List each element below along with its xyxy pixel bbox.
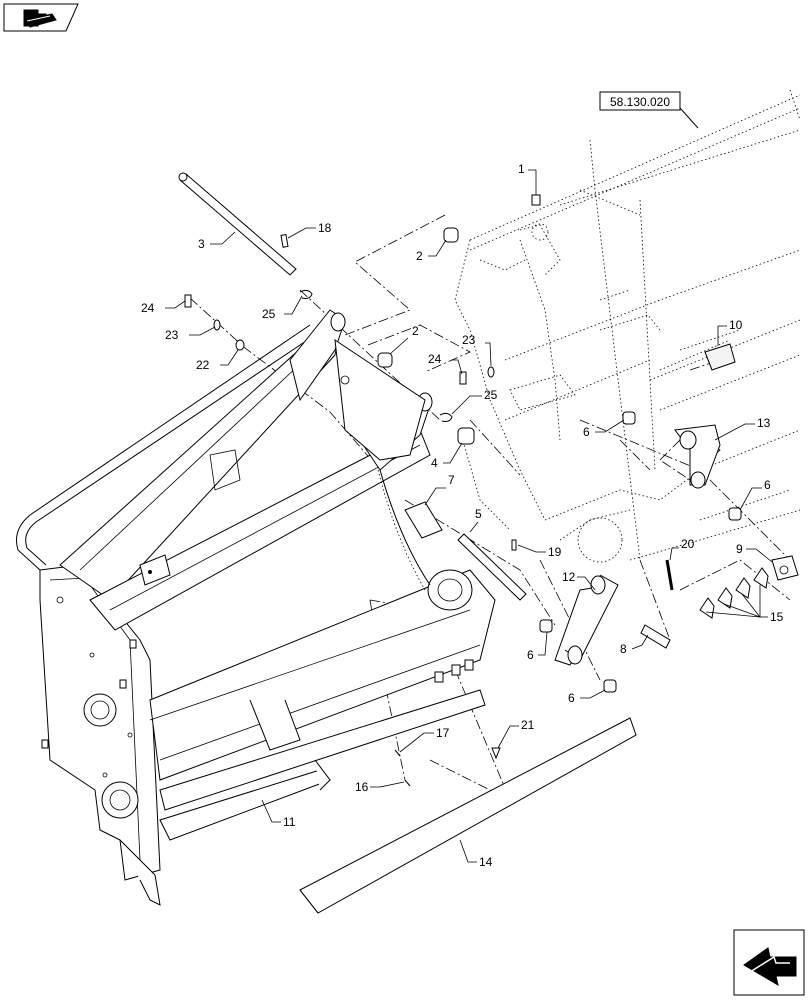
callout-19[interactable]: 19 xyxy=(548,545,562,559)
callouts: 1 2 2 3 4 5 6 6 6 6 7 8 9 xyxy=(141,162,784,869)
main-frame[interactable] xyxy=(16,309,496,906)
callout-24-right[interactable]: 24 xyxy=(428,352,442,366)
callout-22[interactable]: 22 xyxy=(196,358,210,372)
callout-16[interactable]: 16 xyxy=(355,780,369,794)
callout-14[interactable]: 14 xyxy=(479,855,493,869)
arrow-icon[interactable] xyxy=(733,929,805,996)
callout-6-a[interactable]: 6 xyxy=(583,425,590,439)
callout-17[interactable]: 17 xyxy=(436,726,450,740)
callout-7[interactable]: 7 xyxy=(448,473,455,487)
callout-25-left[interactable]: 25 xyxy=(262,307,276,321)
callout-25-right[interactable]: 25 xyxy=(484,388,498,402)
book-icon[interactable] xyxy=(3,3,79,32)
callout-24-left[interactable]: 24 xyxy=(141,301,155,315)
callout-1[interactable]: 1 xyxy=(518,162,525,176)
callout-9[interactable]: 9 xyxy=(736,542,743,556)
callout-6-b[interactable]: 6 xyxy=(764,478,771,492)
callout-12[interactable]: 12 xyxy=(562,570,576,584)
callout-21[interactable]: 21 xyxy=(521,718,535,732)
callout-6-d[interactable]: 6 xyxy=(568,691,575,705)
parts xyxy=(178,172,799,914)
callout-3[interactable]: 3 xyxy=(198,237,205,251)
callout-11[interactable]: 11 xyxy=(283,815,296,829)
callout-5[interactable]: 5 xyxy=(475,507,482,521)
reference-box-label: 58.130.020 xyxy=(610,95,670,109)
callout-6-c[interactable]: 6 xyxy=(527,648,534,662)
callout-23-left[interactable]: 23 xyxy=(165,328,179,342)
callout-2-lower[interactable]: 2 xyxy=(412,324,419,338)
callout-2-upper[interactable]: 2 xyxy=(416,249,423,263)
callout-8[interactable]: 8 xyxy=(620,642,627,656)
callout-10[interactable]: 10 xyxy=(729,318,743,332)
callout-23-right[interactable]: 23 xyxy=(462,333,476,347)
callout-13[interactable]: 13 xyxy=(757,416,771,430)
callout-15[interactable]: 15 xyxy=(770,610,784,624)
callout-4[interactable]: 4 xyxy=(431,456,438,470)
reference-box[interactable]: 58.130.020 xyxy=(599,91,699,129)
callout-20[interactable]: 20 xyxy=(681,537,695,551)
callout-18[interactable]: 18 xyxy=(318,221,332,235)
feeder-housing-outline xyxy=(454,89,801,563)
